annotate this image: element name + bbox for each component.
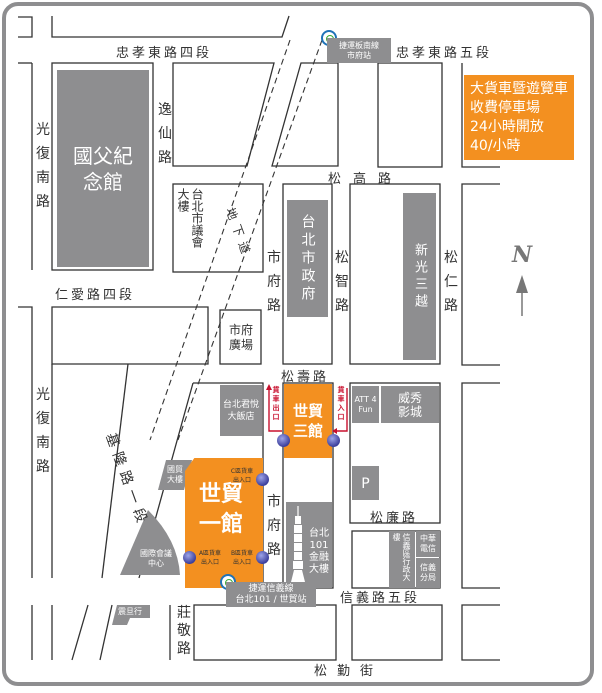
parking-notice-line1: 大貨車暨遊覽車: [470, 81, 568, 97]
mrt-xinyi-line: 捷運信義線: [248, 583, 294, 594]
street-guangfu-s-bottom: 光復南路: [36, 387, 50, 475]
mrt-bannan-line: 捷運板南線: [339, 40, 379, 50]
landmark-aurora: 震旦行: [118, 607, 142, 616]
landmark-att-4-fun: ATT 4 Fun: [352, 386, 379, 423]
compass-arrow-icon: [514, 274, 530, 318]
label-gate-c: C區貨車出入口: [230, 468, 254, 484]
street-yixian: 逸仙路: [158, 102, 172, 166]
street-shifu-top: 市府路: [267, 250, 281, 314]
landmark-grand-hyatt: 台北君悅大飯店: [220, 385, 262, 436]
street-songshou: 松壽路: [281, 370, 330, 385]
label-gate-b: B區貨車出入口: [230, 550, 254, 566]
street-songgao: 松高路: [328, 172, 404, 187]
gate-c-marker[interactable]: [256, 473, 269, 486]
street-songzhi: 松智路: [335, 250, 349, 314]
parking-icon: P: [352, 466, 379, 500]
label-gate-a: A區貨車出入口: [198, 550, 222, 566]
street-zhongxiao-4: 忠孝東路四段: [116, 46, 213, 61]
landmark-ticc: 國際會議中心: [140, 549, 172, 568]
street-guangfu-s-top: 光復南路: [36, 122, 50, 210]
venue-hall-3: 世貿三館: [284, 384, 332, 458]
landmark-taipei-101: 台北101金融大樓: [286, 502, 332, 588]
street-renai-4: 仁愛路四段: [55, 288, 136, 303]
landmark-xinyi-district-office: 信義區行政大樓: [389, 531, 415, 588]
gate-hall3-west-marker[interactable]: [277, 434, 290, 447]
street-zhuangjing: 莊敬路: [177, 605, 191, 657]
landmark-xinyi-branch: 信義分局: [416, 558, 440, 588]
landmark-chunghwa-telecom: 中華電信: [416, 531, 440, 557]
gate-b-marker[interactable]: [256, 551, 269, 564]
gate-a-marker[interactable]: [183, 551, 196, 564]
street-zhongxiao-5: 忠孝東路五段: [396, 46, 493, 61]
street-songlian: 松廉路: [370, 511, 419, 526]
gate-hall3-east-marker[interactable]: [327, 434, 340, 447]
mrt-station-bannan[interactable]: 捷運板南線 市府站: [327, 38, 391, 63]
landmark-vieshow: 威秀影城: [381, 386, 439, 423]
landmark-city-hall-plaza: 市府廣場: [228, 323, 253, 352]
compass-north-label: N: [512, 242, 533, 268]
parking-notice-line4: 40/小時: [470, 138, 521, 154]
parking-notice-line3: 24小時開放: [470, 119, 544, 135]
landmark-city-hall: 台北市政府: [287, 200, 328, 317]
label-truck-entrance: 貨車入口: [337, 386, 345, 421]
mrt-xinyi-station: 台北101 / 世貿站: [235, 594, 307, 605]
street-songqin: 松勤街: [314, 664, 384, 679]
landmark-city-council: 台北市議會大樓: [176, 188, 204, 248]
parking-notice: 大貨車暨遊覽車 收費停車場 24小時開放 40/小時: [464, 75, 574, 160]
mrt-bannan-station: 市府站: [347, 50, 371, 60]
street-shifu-bottom: 市府路: [267, 494, 281, 558]
landmark-sun-yat-sen-memorial: 國父紀念館: [57, 70, 149, 267]
label-truck-exit: 貨車出口: [272, 386, 280, 421]
landmark-shin-kong-mitsukoshi: 新光三越: [403, 193, 436, 360]
mrt-station-xinyi[interactable]: 捷運信義線 台北101 / 世貿站: [226, 582, 316, 607]
taipei-101-tower-icon: [290, 506, 306, 586]
street-songren: 松仁路: [444, 250, 458, 314]
street-xinyi-5: 信義路五段: [340, 591, 421, 606]
parking-notice-line2: 收費停車場: [470, 100, 540, 116]
venue-hall-1: 世貿一館: [185, 458, 263, 588]
